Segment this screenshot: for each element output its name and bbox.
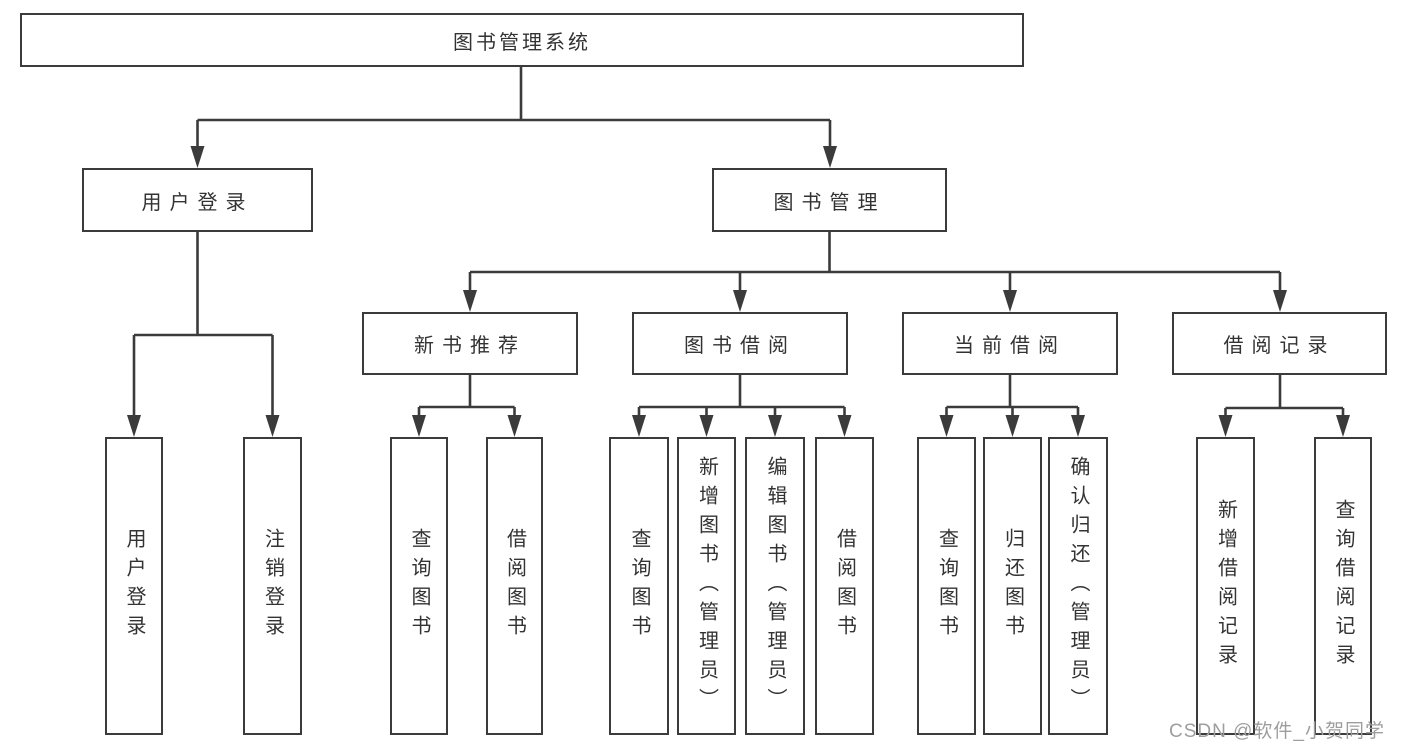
node-query-books-recommend-label: 查询图书: [408, 528, 430, 644]
node-book-management-label: 图书管理: [773, 191, 886, 214]
node-borrow-books-recommend: 借阅图书: [486, 437, 543, 735]
node-query-borrow-record-label: 查询借阅记录: [1332, 499, 1354, 673]
node-borrow-books-borrowing-label: 借阅图书: [833, 528, 856, 644]
node-logout: 注销登录: [243, 437, 302, 735]
node-confirm-return-admin: 确认归还（管理员）: [1048, 437, 1108, 735]
node-query-books-current: 查询图书: [917, 437, 976, 735]
node-edit-books-admin: 编辑图书（管理员）: [745, 437, 805, 735]
node-edit-books-admin-label: 编辑图书（管理员）: [764, 455, 786, 717]
node-query-borrow-record: 查询借阅记录: [1314, 437, 1372, 735]
node-book-borrowing-label: 图书借阅: [684, 335, 796, 357]
node-user-login-label: 用户登录: [141, 191, 254, 214]
node-confirm-return-admin-label: 确认归还（管理员）: [1067, 455, 1089, 717]
node-borrow-books-borrowing: 借阅图书: [815, 437, 874, 735]
node-current-borrowing-label: 当前借阅: [954, 335, 1066, 357]
node-book-management: 图书管理: [712, 168, 947, 232]
node-login-label: 用户登录: [123, 528, 145, 644]
node-new-book-recommend: 新书推荐: [362, 312, 578, 375]
node-query-books-borrowing-label: 查询图书: [628, 528, 650, 644]
node-current-borrowing: 当前借阅: [902, 312, 1118, 375]
node-borrow-books-recommend-label: 借阅图书: [503, 528, 526, 644]
node-borrowing-records: 借阅记录: [1172, 312, 1387, 375]
node-add-borrow-record-label: 新增借阅记录: [1214, 499, 1237, 673]
node-add-borrow-record: 新增借阅记录: [1196, 437, 1255, 735]
node-logout-label: 注销登录: [261, 528, 284, 644]
node-library-system: 图书管理系统: [20, 13, 1024, 67]
node-book-borrowing: 图书借阅: [632, 312, 848, 375]
node-query-books-recommend: 查询图书: [390, 437, 448, 735]
watermark: CSDN @软件_小贺同学: [1169, 721, 1385, 742]
node-return-books: 归还图书: [983, 437, 1042, 735]
node-query-books-current-label: 查询图书: [935, 528, 958, 644]
node-add-books-admin-label: 新增图书（管理员）: [695, 455, 718, 717]
node-library-system-label: 图书管理系统: [453, 31, 591, 54]
node-add-books-admin: 新增图书（管理员）: [677, 437, 736, 735]
node-return-books-label: 归还图书: [1001, 528, 1024, 644]
node-query-books-borrowing: 查询图书: [609, 437, 669, 735]
node-borrowing-records-label: 借阅记录: [1223, 335, 1336, 357]
node-login: 用户登录: [105, 437, 163, 735]
node-user-login: 用户登录: [82, 168, 313, 232]
node-new-book-recommend-label: 新书推荐: [414, 335, 526, 357]
